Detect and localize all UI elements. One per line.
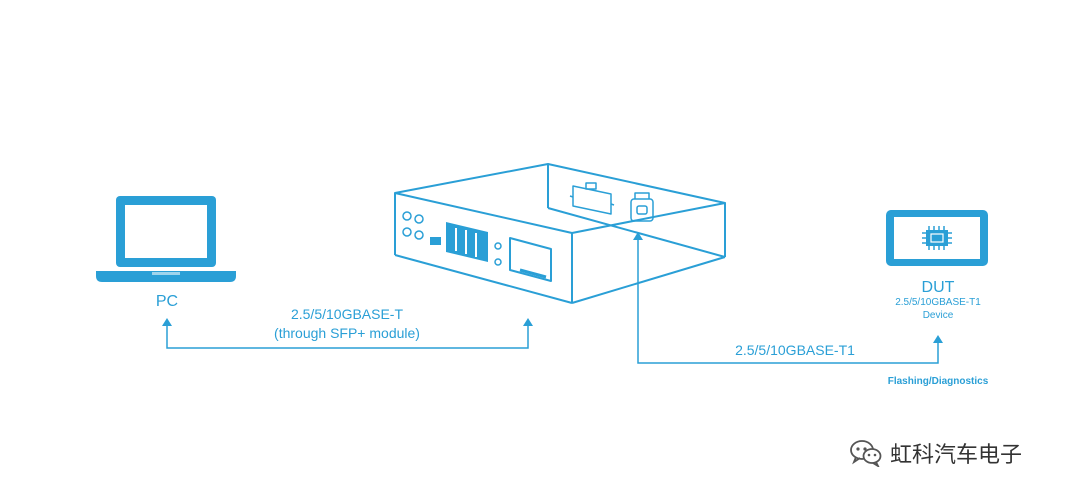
arrow-up-icon bbox=[162, 318, 172, 326]
watermark-text: 虹科汽车电子 bbox=[890, 443, 1023, 468]
flashing-label: Flashing/Diagnostics bbox=[887, 376, 989, 387]
link-left-line1: 2.5/5/10GBASE-T bbox=[290, 306, 404, 322]
dut-subtitle-1: 2.5/5/10GBASE-T1 bbox=[895, 297, 981, 308]
interface-box-icon bbox=[394, 163, 726, 304]
connection-line-dut bbox=[637, 236, 939, 364]
tablet-chip-icon bbox=[886, 210, 988, 266]
pc-label: PC bbox=[155, 293, 179, 310]
arrow-up-icon bbox=[933, 335, 943, 343]
arrow-up-icon bbox=[633, 232, 643, 240]
link-right-label: 2.5/5/10GBASE-T1 bbox=[735, 342, 855, 358]
led-dots bbox=[494, 242, 502, 266]
dut-title: DUT bbox=[921, 279, 955, 296]
wechat-icon bbox=[850, 440, 882, 467]
connection-line-pc bbox=[166, 323, 529, 349]
arrow-up-icon bbox=[523, 318, 533, 326]
port-holes bbox=[402, 211, 424, 240]
laptop-icon bbox=[96, 196, 236, 282]
dut-subtitle-2: Device bbox=[922, 310, 954, 321]
watermark: 虹科汽车电子 bbox=[850, 438, 1022, 468]
link-left-line2: (through SFP+ module) bbox=[274, 325, 420, 341]
